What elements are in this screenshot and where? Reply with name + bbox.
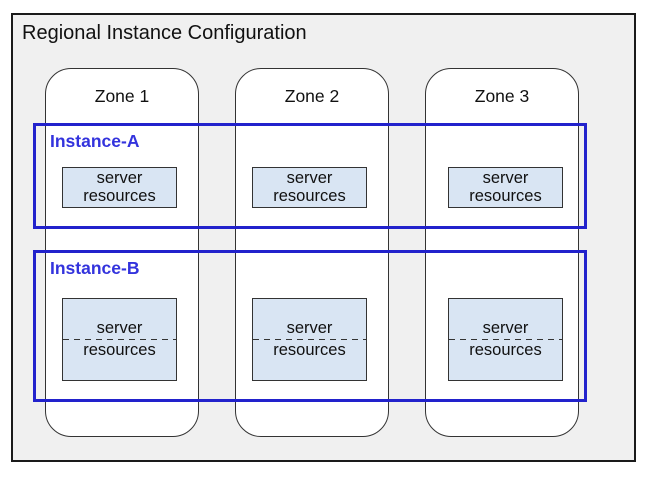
server-resources-label: resources	[469, 186, 542, 205]
server-resources-label: resources	[273, 341, 346, 359]
server-resources-label: server	[482, 169, 529, 187]
server-resources-label: server	[482, 318, 529, 337]
server-resources-label: server	[286, 169, 333, 187]
server-resources-label: resources	[273, 186, 346, 205]
dashed-split-line	[449, 339, 562, 340]
dashed-split-line	[253, 339, 366, 340]
server-resources-box-b-zone2: server resources	[252, 298, 367, 381]
server-resources-box-b-zone1: server resources	[62, 298, 177, 381]
zone-3-label: Zone 3	[474, 86, 530, 106]
server-resources-box-b-zone3: server resources	[448, 298, 563, 381]
dashed-split-line	[63, 339, 176, 340]
zone-2-label: Zone 2	[284, 86, 340, 106]
server-resources-box-a-zone3: server resources	[448, 167, 563, 208]
zone-2: Zone 2	[235, 68, 389, 437]
server-resources-box-a-zone2: server resources	[252, 167, 367, 208]
server-resources-label: resources	[83, 341, 156, 359]
zone-1: Zone 1	[45, 68, 199, 437]
server-resources-label: server	[96, 318, 143, 337]
zone-3: Zone 3	[425, 68, 579, 437]
server-resources-box-a-zone1: server resources	[62, 167, 177, 208]
zone-1-label: Zone 1	[94, 86, 150, 106]
server-resources-label: resources	[469, 341, 542, 359]
server-resources-label: resources	[83, 186, 156, 205]
server-resources-label: server	[96, 169, 143, 187]
diagram-title: Regional Instance Configuration	[22, 22, 307, 44]
server-resources-label: server	[286, 318, 333, 337]
